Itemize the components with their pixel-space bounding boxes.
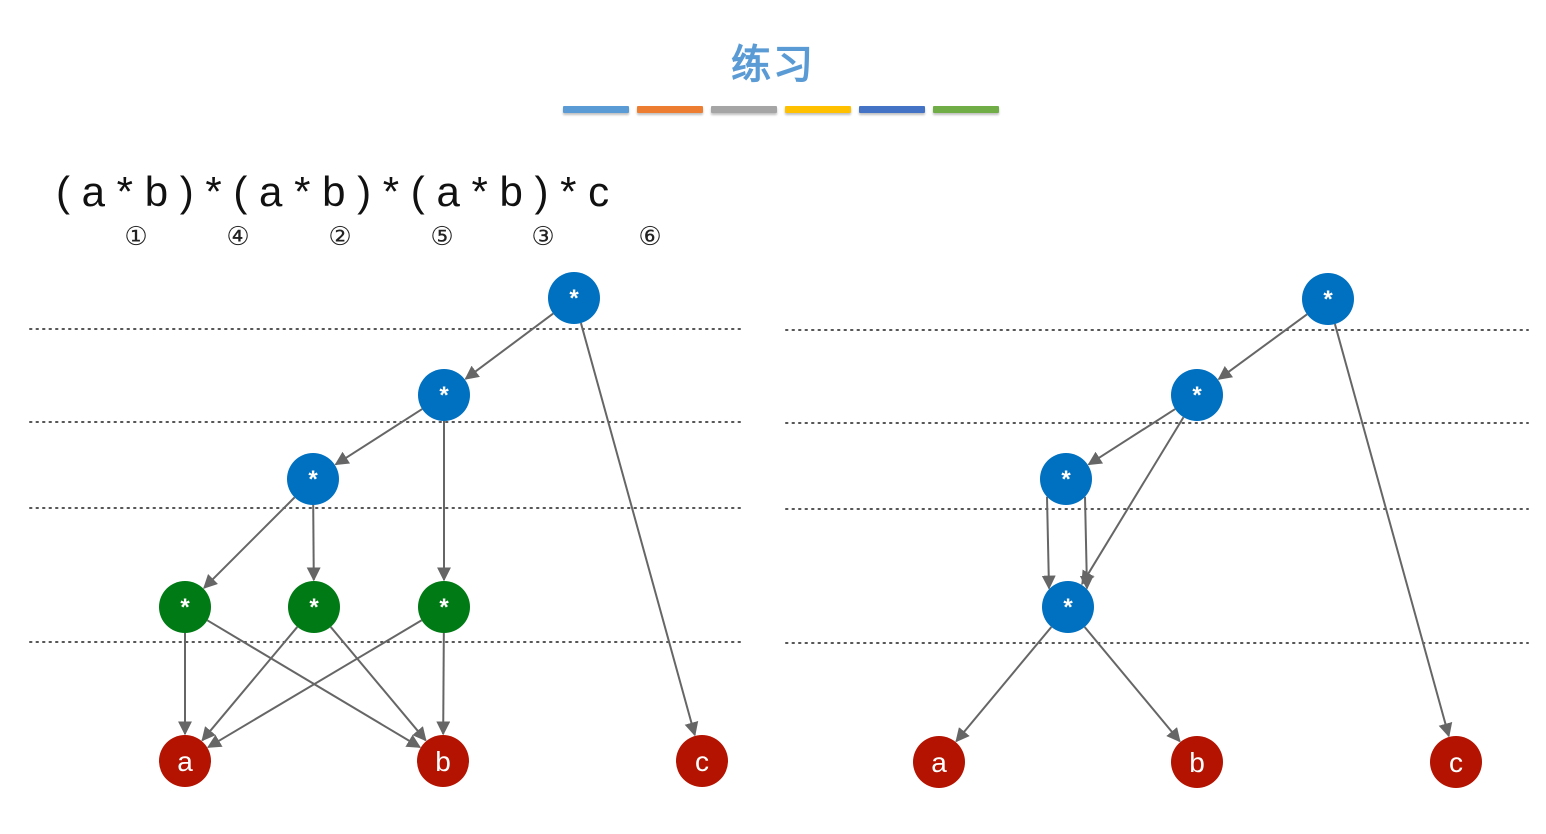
left-edge-L1-Lc [579,322,699,737]
node-circle [913,736,965,788]
left-expression-tree: * * * * * * a b c [29,272,743,787]
right-edge-R3-R4 [1079,496,1094,590]
expression-text: ( a * b ) * ( a * b ) * ( a * b ) * c [56,168,610,215]
left-node-op-L2: * [418,369,470,421]
left-node-leaf-Lc: c [676,735,728,787]
right-edge-R1-R2 [1217,313,1308,380]
node-label: a [177,746,193,777]
right-node-op-R1: * [1302,273,1354,325]
color-bar-2 [637,106,703,113]
node-label: * [180,594,190,621]
color-bar-1 [563,106,629,113]
node-label: * [1192,382,1202,409]
node-circle [159,581,211,633]
right-node-leaf-Rb: b [1171,736,1223,788]
node-circle [288,581,340,633]
node-label: * [309,594,319,621]
node-circle [159,735,211,787]
right-node-leaf-Ra: a [913,736,965,788]
node-label: b [435,746,451,777]
color-bar-3 [711,106,777,113]
color-bar-5 [859,106,925,113]
node-label: * [1323,286,1333,313]
node-label: * [439,594,449,621]
node-label: b [1189,747,1205,778]
left-node-cse-G3: * [418,581,470,633]
left-edge-L1-L2 [464,312,554,380]
right-node-leaf-Rc: c [1430,736,1482,788]
node-circle [418,369,470,421]
right-node-op-R4: * [1042,581,1094,633]
right-edge-R4-Ra [955,626,1053,743]
left-node-cse-G2: * [288,581,340,633]
right-edge-R2-R3 [1087,408,1176,466]
left-edge-L3-G1 [203,496,296,589]
left-edge-G3-Lb [436,632,451,736]
node-circle [1430,736,1482,788]
right-expression-dag: * * * * a b c [785,273,1529,788]
node-label: * [308,466,318,493]
node-circle [1171,369,1223,421]
left-node-cse-G1: * [159,581,211,633]
node-circle [1042,581,1094,633]
node-circle [1171,736,1223,788]
right-edge-R3-R4 [1041,496,1056,590]
left-node-leaf-Lb: b [417,735,469,787]
node-circle [548,272,600,324]
right-edge-R2-R4 [1081,416,1185,586]
node-label: * [1063,594,1073,621]
node-label: * [569,285,579,312]
left-edge-G2-La [201,626,299,742]
left-edge-L2-L3 [334,408,423,466]
node-label: * [439,382,449,409]
node-circle [417,735,469,787]
node-circle [1040,453,1092,505]
node-circle [418,581,470,633]
color-bar-strip [563,106,999,113]
node-label: a [931,747,947,778]
left-edge-G3-La [207,619,423,749]
order-mark-3: ② [328,222,352,252]
color-bar-6 [933,106,999,113]
left-edge-G2-Lb [329,626,427,742]
right-node-op-R3: * [1040,453,1092,505]
right-node-op-R2: * [1171,369,1223,421]
color-bar-4 [785,106,851,113]
right-edge-R4-Rb [1083,626,1181,743]
node-label: c [695,746,709,777]
node-label: * [1061,466,1071,493]
slide-title: 练习 [731,42,815,88]
right-edge-R1-Rc [1333,323,1453,738]
node-circle [287,453,339,505]
left-node-op-L1: * [548,272,600,324]
left-node-op-L3: * [287,453,339,505]
left-node-leaf-La: a [159,735,211,787]
order-mark-6: ⑥ [638,222,662,252]
node-label: c [1449,747,1463,778]
node-circle [676,735,728,787]
left-edge-L3-G2 [306,504,321,582]
order-mark-1: ① [124,222,148,252]
order-mark-2: ④ [226,222,250,252]
node-circle [1302,273,1354,325]
order-mark-4: ⑤ [430,222,454,252]
order-mark-5: ③ [531,222,555,252]
